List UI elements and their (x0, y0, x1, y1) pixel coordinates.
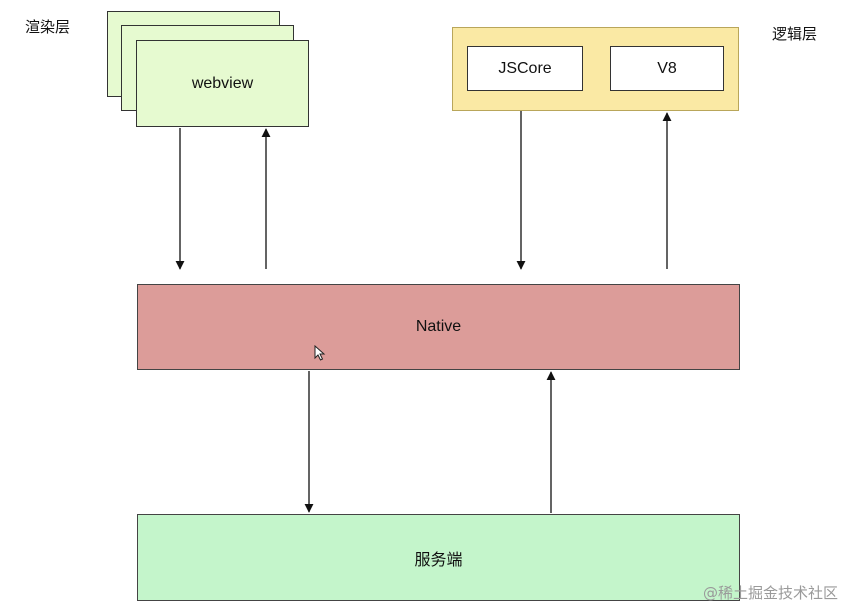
mouse-cursor-icon (314, 345, 326, 361)
render-layer-label: 渲染层 (25, 18, 71, 36)
webview-label: webview (191, 74, 254, 92)
webview-box: webview (136, 40, 309, 127)
server-box: 服务端 (137, 514, 740, 601)
jscore-box: JSCore (467, 46, 583, 91)
v8-label: V8 (657, 59, 677, 77)
native-box: Native (137, 284, 740, 370)
watermark: @稀土掘金技术社区 (702, 584, 838, 602)
server-label: 服务端 (414, 551, 463, 569)
logic-layer-label: 逻辑层 (772, 25, 818, 43)
jscore-label: JSCore (498, 59, 552, 77)
native-label: Native (415, 318, 462, 335)
v8-box: V8 (610, 46, 724, 91)
